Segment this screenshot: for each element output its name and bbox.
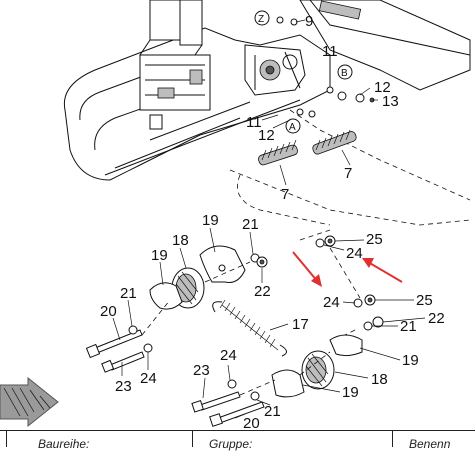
nav-arrow-icon[interactable]: [0, 376, 59, 428]
callout-25-a: 25: [366, 231, 383, 248]
washer-21-right: [363, 321, 373, 331]
callout-9: 9: [305, 13, 313, 30]
marker-a: A: [289, 122, 296, 133]
footer-divider: [392, 431, 393, 447]
callout-24-a: 24: [346, 245, 363, 262]
washer-21-lower: [250, 391, 260, 401]
callout-20-b: 20: [243, 415, 260, 430]
callout-19-a: 19: [202, 212, 219, 229]
exploded-parts-diagram: Z B A 9 11 12 13 11 12 7 7: [0, 0, 471, 430]
bolt-20-lower: [209, 401, 265, 427]
callout-19-c: 19: [402, 352, 419, 369]
footer-divider: [192, 431, 193, 447]
red-arrow-left: [292, 251, 322, 287]
nut-22-right: [372, 316, 384, 328]
bracket-19-upper: [199, 245, 246, 283]
callout-22-a: 22: [254, 283, 271, 300]
washer-24-left: [143, 343, 153, 353]
bracket-19-right: [329, 334, 363, 357]
callout-21-b: 21: [120, 285, 137, 302]
callout-19-b: 19: [151, 247, 168, 264]
tension-spring-17: [212, 299, 287, 357]
marker-b: B: [341, 68, 348, 79]
callout-12-left: 12: [258, 127, 275, 144]
callout-13: 13: [382, 93, 399, 110]
washer-24-top: [315, 238, 325, 248]
footer-divider: [6, 431, 7, 447]
callout-24-d: 24: [220, 347, 237, 364]
callout-19-d: 19: [342, 384, 359, 401]
bolt-23-lower: [191, 391, 241, 413]
callout-20-a: 20: [100, 303, 117, 320]
callout-21-c: 21: [400, 318, 417, 335]
spring-7-right: [312, 129, 357, 155]
footer-benenn: Benenn: [409, 437, 451, 451]
callout-18-b: 18: [371, 371, 388, 388]
callout-24-b: 24: [140, 370, 157, 387]
callout-24-c: 24: [323, 294, 340, 311]
callout-22-b: 22: [428, 310, 445, 327]
callout-17: 17: [292, 316, 309, 333]
machine-housing: [63, 0, 471, 226]
bolt-23-upper: [101, 351, 145, 373]
callout-21-d: 21: [264, 403, 281, 420]
washer-24-mid: [353, 298, 363, 308]
callout-11-top: 11: [322, 43, 338, 60]
washer-21-left: [128, 325, 138, 335]
callout-25-b: 25: [416, 292, 433, 309]
callout-12-right: 12: [374, 79, 391, 96]
callout-7-right: 7: [344, 165, 352, 182]
washer-24-lower: [227, 379, 237, 389]
spring-housing-18-lower: [301, 350, 335, 390]
marker-z: Z: [258, 14, 264, 25]
callout-7-left: 7: [281, 186, 289, 203]
title-block: Baureihe: Gruppe: Benenn: [0, 430, 475, 461]
callout-11-left: 11: [246, 114, 262, 131]
footer-baureihe: Baureihe:: [38, 437, 90, 451]
callout-23-b: 23: [193, 362, 210, 379]
footer-gruppe: Gruppe:: [209, 437, 253, 451]
bracket-19-lower: [271, 369, 305, 398]
callout-23-a: 23: [115, 378, 132, 395]
red-arrow-right: [362, 258, 403, 283]
callout-21-a: 21: [242, 216, 259, 233]
spring-7-left: [258, 139, 298, 166]
callout-18-a: 18: [172, 232, 189, 249]
